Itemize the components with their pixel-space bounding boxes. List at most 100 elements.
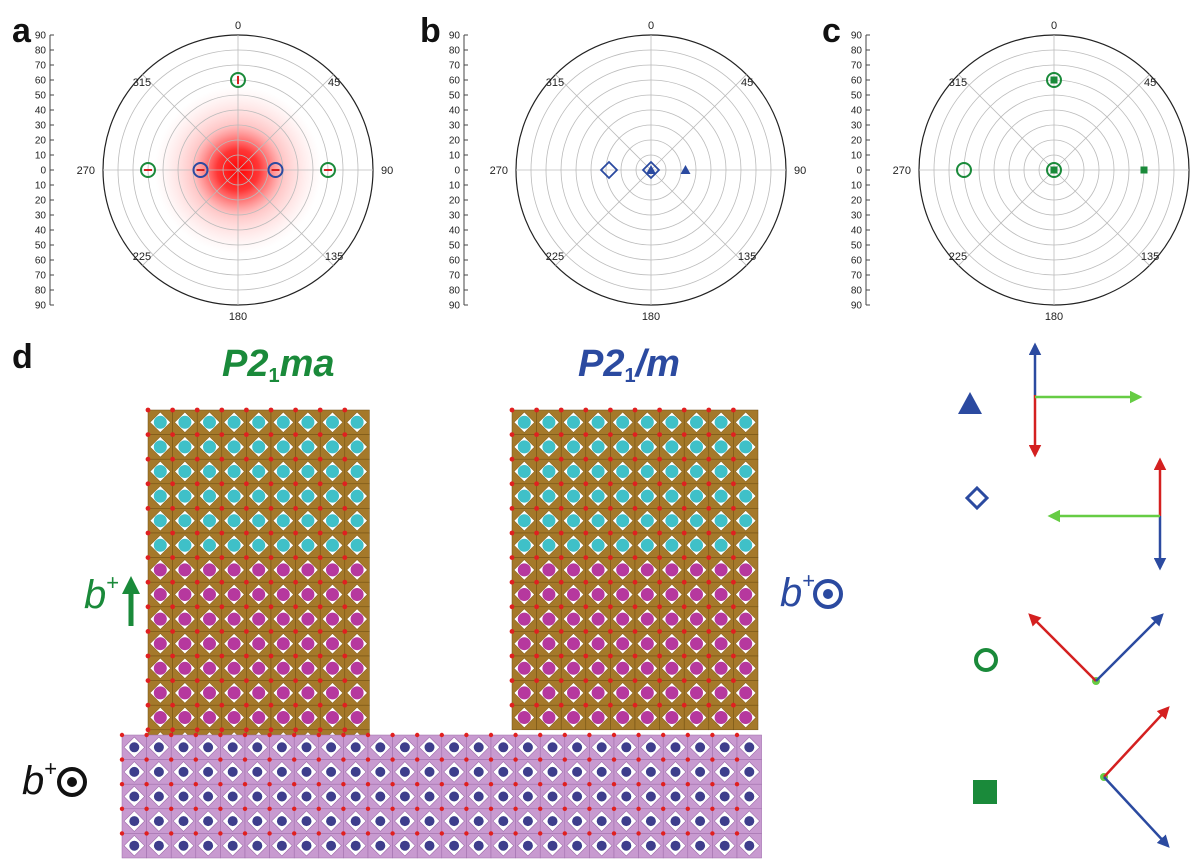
substrate-oxygen xyxy=(464,806,469,811)
oxygen-atom xyxy=(509,530,515,536)
a-site-atom xyxy=(690,514,703,528)
a-site-atom xyxy=(178,612,192,626)
oxygen-atom xyxy=(145,702,151,708)
a-site-atom xyxy=(714,514,728,528)
substrate-atom xyxy=(350,816,361,827)
legend-filled-square-icon xyxy=(973,780,997,804)
oxygen-atom xyxy=(657,407,662,413)
oxygen-atom xyxy=(608,629,613,634)
oxygen-atom xyxy=(731,653,736,659)
oxygen-atom xyxy=(145,530,151,536)
a-site-atom xyxy=(714,440,728,454)
oxygen-atom xyxy=(681,481,687,487)
substrate-atom xyxy=(424,816,435,827)
oxygen-atom xyxy=(219,579,225,585)
substrate-atom xyxy=(350,840,361,851)
substrate-atom xyxy=(547,816,558,827)
a-site-atom xyxy=(276,588,290,601)
substrate-atom xyxy=(522,766,533,777)
a-site-atom xyxy=(276,489,290,503)
oxygen-atom xyxy=(194,727,200,733)
substrate-atom xyxy=(276,816,287,827)
oxygen-atom xyxy=(317,530,323,536)
substrate-oxygen xyxy=(464,782,469,787)
oxygen-atom xyxy=(194,481,200,487)
substrate-oxygen xyxy=(390,831,395,836)
a-site-atom xyxy=(517,514,531,528)
oxygen-atom xyxy=(681,407,687,413)
a-site-atom xyxy=(153,440,167,454)
substrate-atom xyxy=(276,766,287,777)
oxygen-atom xyxy=(632,407,638,413)
substrate-atom xyxy=(350,791,361,802)
substrate-atom xyxy=(596,816,607,827)
radial-tick-label: 40 xyxy=(449,226,461,237)
substrate-atom xyxy=(645,791,656,802)
substrate-oxygen xyxy=(513,757,518,762)
oxygen-atom xyxy=(681,653,687,659)
substrate-oxygen xyxy=(611,782,617,787)
substrate-oxygen xyxy=(119,806,125,811)
oxygen-atom xyxy=(244,579,249,585)
a-site-atom xyxy=(276,538,290,552)
angle-label-0: 0 xyxy=(235,20,241,32)
substrate-atom xyxy=(178,840,189,851)
a-site-atom xyxy=(714,538,728,552)
oxygen-atom xyxy=(293,407,298,413)
oxygen-atom xyxy=(244,702,249,708)
angle-label-0: 0 xyxy=(1051,20,1057,32)
oxygen-atom xyxy=(219,629,225,634)
substrate-atom xyxy=(301,840,312,851)
radial-tick-label: 90 xyxy=(449,301,461,312)
oxygen-atom xyxy=(293,456,298,462)
substrate-oxygen xyxy=(242,732,248,738)
substrate-oxygen xyxy=(464,757,469,762)
a-site-atom xyxy=(178,686,192,700)
a-site-atom xyxy=(227,514,241,528)
oxygen-atom xyxy=(170,506,175,511)
a-site-atom xyxy=(591,686,605,700)
substrate-atom xyxy=(153,816,164,827)
a-site-atom xyxy=(517,661,531,675)
a-site-atom xyxy=(301,637,315,651)
substrate-atom xyxy=(399,791,410,802)
substrate-atom xyxy=(449,742,460,753)
marker-open-circle xyxy=(320,162,336,178)
oxygen-atom xyxy=(244,678,249,683)
a-site-atom xyxy=(178,514,192,528)
a-site-atom xyxy=(178,489,192,503)
oxygen-atom xyxy=(608,456,613,462)
angle-label-45: 45 xyxy=(328,77,340,89)
substrate-atom xyxy=(547,742,558,753)
substrate-oxygen xyxy=(439,732,444,738)
a-site-atom xyxy=(227,538,241,552)
a-site-atom xyxy=(640,711,654,724)
oxygen-atom xyxy=(268,555,274,560)
a-site-atom xyxy=(153,612,167,626)
oxygen-atom xyxy=(342,456,348,462)
oxygen-atom xyxy=(608,678,613,683)
substrate-atom xyxy=(645,766,656,777)
oxygen-atom xyxy=(608,481,613,487)
oxygen-atom xyxy=(317,481,323,487)
radial-tick-label: 70 xyxy=(35,61,47,72)
substrate-oxygen xyxy=(144,782,149,787)
a-site-atom xyxy=(640,514,654,528)
bplus-label-left: b+ xyxy=(84,570,120,617)
a-site-atom xyxy=(178,440,192,454)
substrate-oxygen xyxy=(587,806,592,811)
substrate-oxygen xyxy=(513,806,518,811)
substrate-atom xyxy=(473,766,484,777)
a-site-atom xyxy=(665,637,679,651)
legend-arrow-blue xyxy=(1103,776,1170,848)
substrate-oxygen xyxy=(218,806,223,811)
radial-tick-label: 60 xyxy=(449,76,461,87)
a-site-atom xyxy=(567,415,580,429)
oxygen-atom xyxy=(170,407,175,413)
a-site-atom xyxy=(591,661,605,675)
oxygen-atom xyxy=(534,678,539,683)
a-site-atom xyxy=(640,637,654,651)
substrate-oxygen xyxy=(390,732,395,738)
angle-label-90: 90 xyxy=(794,165,806,177)
substrate-atom xyxy=(326,742,337,753)
